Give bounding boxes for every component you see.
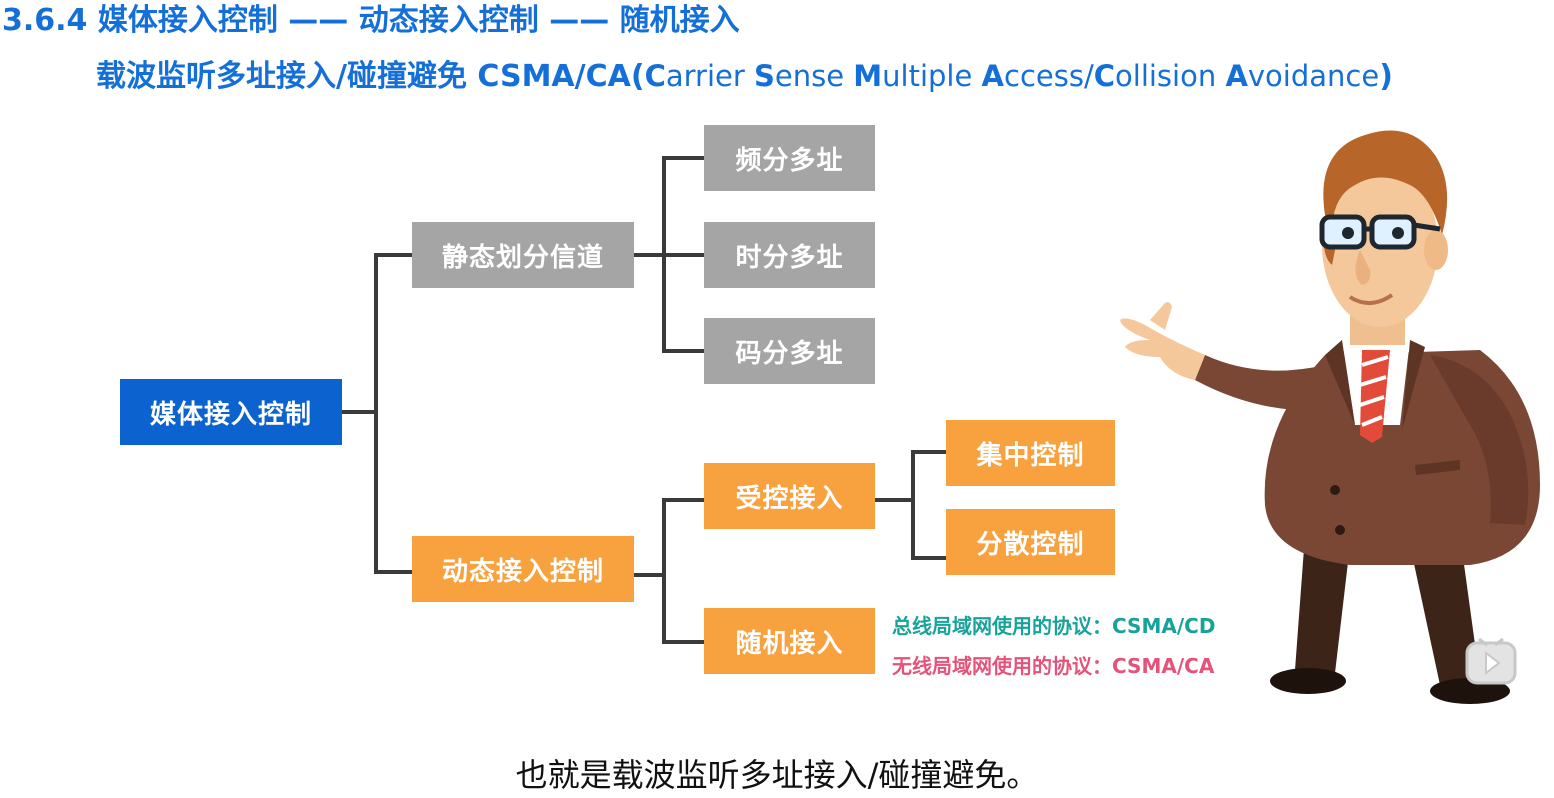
presenter-illustration bbox=[1120, 130, 1540, 704]
node-centralized-control: 集中控制 bbox=[946, 420, 1115, 486]
node-media-access-control: 媒体接入控制 bbox=[120, 379, 342, 445]
node-distributed-control: 分散控制 bbox=[946, 509, 1115, 575]
node-dynamic-access-control: 动态接入控制 bbox=[412, 536, 634, 602]
title-cn: 载波监听多址接入/碰撞避免 CSMA/CA( bbox=[96, 59, 645, 94]
title-close: ) bbox=[1379, 59, 1393, 94]
node-static-channel-partition: 静态划分信道 bbox=[412, 222, 634, 288]
node-controlled-access: 受控接入 bbox=[704, 463, 875, 529]
play-icon[interactable] bbox=[1463, 633, 1519, 689]
video-subtitle: 也就是载波监听多址接入/碰撞避免。 bbox=[515, 756, 1039, 794]
bus-lan-protocol-note: 总线局域网使用的协议：CSMA/CD bbox=[892, 614, 1216, 638]
node-cdma: 码分多址 bbox=[704, 318, 875, 384]
node-random-access: 随机接入 bbox=[704, 608, 875, 674]
page-title-line1: 3.6.4 媒体接入控制 —— 动态接入控制 —— 随机接入 bbox=[2, 3, 740, 38]
title-en: Carrier Sense Multiple Access/Collision … bbox=[644, 59, 1380, 93]
page-title-line2: 载波监听多址接入/碰撞避免 CSMA/CA(Carrier Sense Mult… bbox=[96, 57, 1393, 96]
wireless-lan-protocol-note: 无线局域网使用的协议：CSMA/CA bbox=[892, 654, 1215, 678]
node-fdma: 频分多址 bbox=[704, 125, 875, 191]
node-tdma: 时分多址 bbox=[704, 222, 875, 288]
